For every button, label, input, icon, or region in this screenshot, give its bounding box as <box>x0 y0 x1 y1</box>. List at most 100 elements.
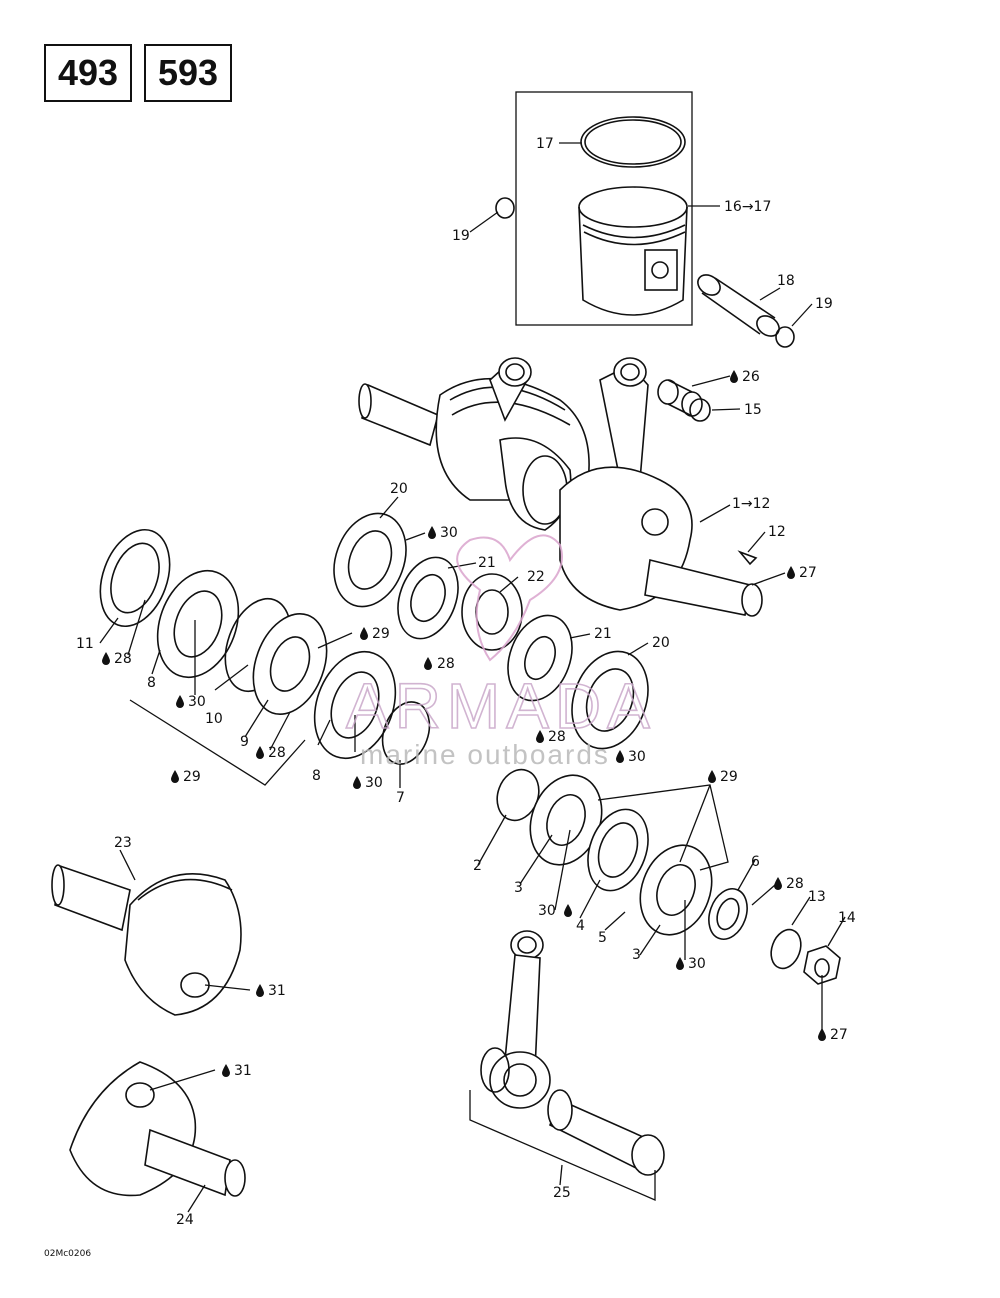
oil-drop-icon <box>360 627 368 640</box>
callout-26: 26 <box>742 369 760 385</box>
seal-21-lower <box>507 614 573 702</box>
callout-19-upper: 19 <box>452 228 470 244</box>
ball-bearing-3-lower <box>639 844 713 936</box>
oil-drop-icon <box>787 566 795 579</box>
callout-30-left: 30 <box>188 694 206 710</box>
callout-24: 24 <box>176 1212 194 1228</box>
callout-30-lower: 30 <box>688 956 706 972</box>
callout-29-right: 29 <box>720 769 738 785</box>
callout-9: 9 <box>240 734 249 750</box>
callout-20-lower: 20 <box>652 635 670 651</box>
watermark: ARMADA marine outboards <box>345 534 656 770</box>
callout-30-center: 30 <box>365 775 383 791</box>
callout-28-seal6: 28 <box>786 876 804 892</box>
callout-22: 22 <box>527 569 545 585</box>
oil-drop-icon <box>222 1064 230 1077</box>
callout-25: 25 <box>553 1185 571 1201</box>
oil-drop-icon <box>676 957 684 970</box>
callout-13: 13 <box>808 889 826 905</box>
callout-4: 4 <box>576 918 585 934</box>
callout-18: 18 <box>777 273 795 289</box>
oil-drop-icon <box>176 695 184 708</box>
oil-drop-icon <box>774 877 782 890</box>
callout-6: 6 <box>751 854 760 870</box>
callout-3-lower: 3 <box>632 947 641 963</box>
callout-27-crank: 27 <box>799 565 817 581</box>
leader-lines <box>99 142 846 1213</box>
oil-drop-icon <box>730 370 738 383</box>
callout-7: 7 <box>396 790 405 806</box>
oil-drop-icon <box>256 984 264 997</box>
callout-8-center: 8 <box>312 768 321 784</box>
piston-ring <box>580 116 686 168</box>
circlip-7 <box>381 701 431 765</box>
bearing-20-upper <box>333 512 407 608</box>
oil-drop-icon <box>102 652 110 665</box>
piston-pin-clip-lower <box>775 326 795 348</box>
ball-bearing-left-8 <box>156 569 240 679</box>
nut-14 <box>803 945 841 985</box>
callout-16-17: 16→17 <box>724 199 771 215</box>
callout-30-right: 30 <box>628 749 646 765</box>
callout-23: 23 <box>114 835 132 851</box>
oil-drop-icon <box>353 776 361 789</box>
ball-bearing-center-8 <box>313 650 397 760</box>
drawing-code: 02Mc0206 <box>44 1249 91 1259</box>
callout-31-upper: 31 <box>268 983 286 999</box>
model-493-box: 493 <box>44 44 132 102</box>
oil-seal-6 <box>708 888 748 940</box>
callout-14: 14 <box>838 910 856 926</box>
callout-21-lower: 21 <box>594 626 612 642</box>
callout-28-right: 28 <box>548 729 566 745</box>
model-493-label: 493 <box>57 52 119 93</box>
bearing-9 <box>252 612 328 716</box>
watermark-brand: ARMADA <box>346 670 656 742</box>
connecting-rod-25 <box>480 930 665 1176</box>
bearing-20-lower <box>571 650 649 750</box>
piston-pin-clip-upper <box>495 197 515 219</box>
oil-seal-11 <box>99 528 171 628</box>
callout-8-left: 8 <box>147 675 156 691</box>
ball-bearing-3-upper <box>529 774 603 866</box>
thrust-washer-upper <box>689 398 711 422</box>
callout-28-left: 28 <box>114 651 132 667</box>
seal-21-upper <box>397 556 459 640</box>
callout-31-lower: 31 <box>234 1063 252 1079</box>
oil-drop-icon <box>616 750 624 763</box>
piston-pin <box>697 274 780 337</box>
callout-17: 17 <box>536 136 554 152</box>
oil-drop-icon <box>708 770 716 783</box>
oil-drop-icon <box>818 1028 826 1041</box>
callout-30-stack: 30 <box>538 903 556 919</box>
piston <box>578 186 688 316</box>
oil-drop-icon <box>564 904 572 917</box>
callout-30-upper: 30 <box>440 525 458 541</box>
callout-12: 12 <box>768 524 786 540</box>
callout-28-center: 28 <box>437 656 455 672</box>
callout-15: 15 <box>744 402 762 418</box>
gear-22 <box>461 573 523 651</box>
callout-1-12: 1→12 <box>732 496 770 512</box>
crankshaft-half-23 <box>51 864 242 1016</box>
callout-19-lower: 19 <box>815 296 833 312</box>
callout-2: 2 <box>473 858 482 874</box>
callout-27-nut: 27 <box>830 1027 848 1043</box>
callout-20-upper: 20 <box>390 481 408 497</box>
model-593-box: 593 <box>144 44 232 102</box>
watermark-tagline: marine outboards <box>360 739 610 770</box>
callout-29-left: 29 <box>183 769 201 785</box>
callout-labels: 17 19 16→17 18 19 26 15 1→12 12 27 20 30… <box>44 136 856 1259</box>
callout-28-bearing9: 28 <box>268 745 286 761</box>
callout-5: 5 <box>598 930 607 946</box>
callout-21-upper: 21 <box>478 555 496 571</box>
model-593-label: 593 <box>157 52 219 93</box>
washer-13 <box>770 928 802 970</box>
oil-drop-icon <box>256 746 264 759</box>
callout-11: 11 <box>76 636 94 652</box>
crankshaft-assembly <box>358 357 763 617</box>
callout-3-upper: 3 <box>514 880 523 896</box>
callout-29-upper: 29 <box>372 626 390 642</box>
callout-10: 10 <box>205 711 223 727</box>
oil-drop-icon <box>424 657 432 670</box>
